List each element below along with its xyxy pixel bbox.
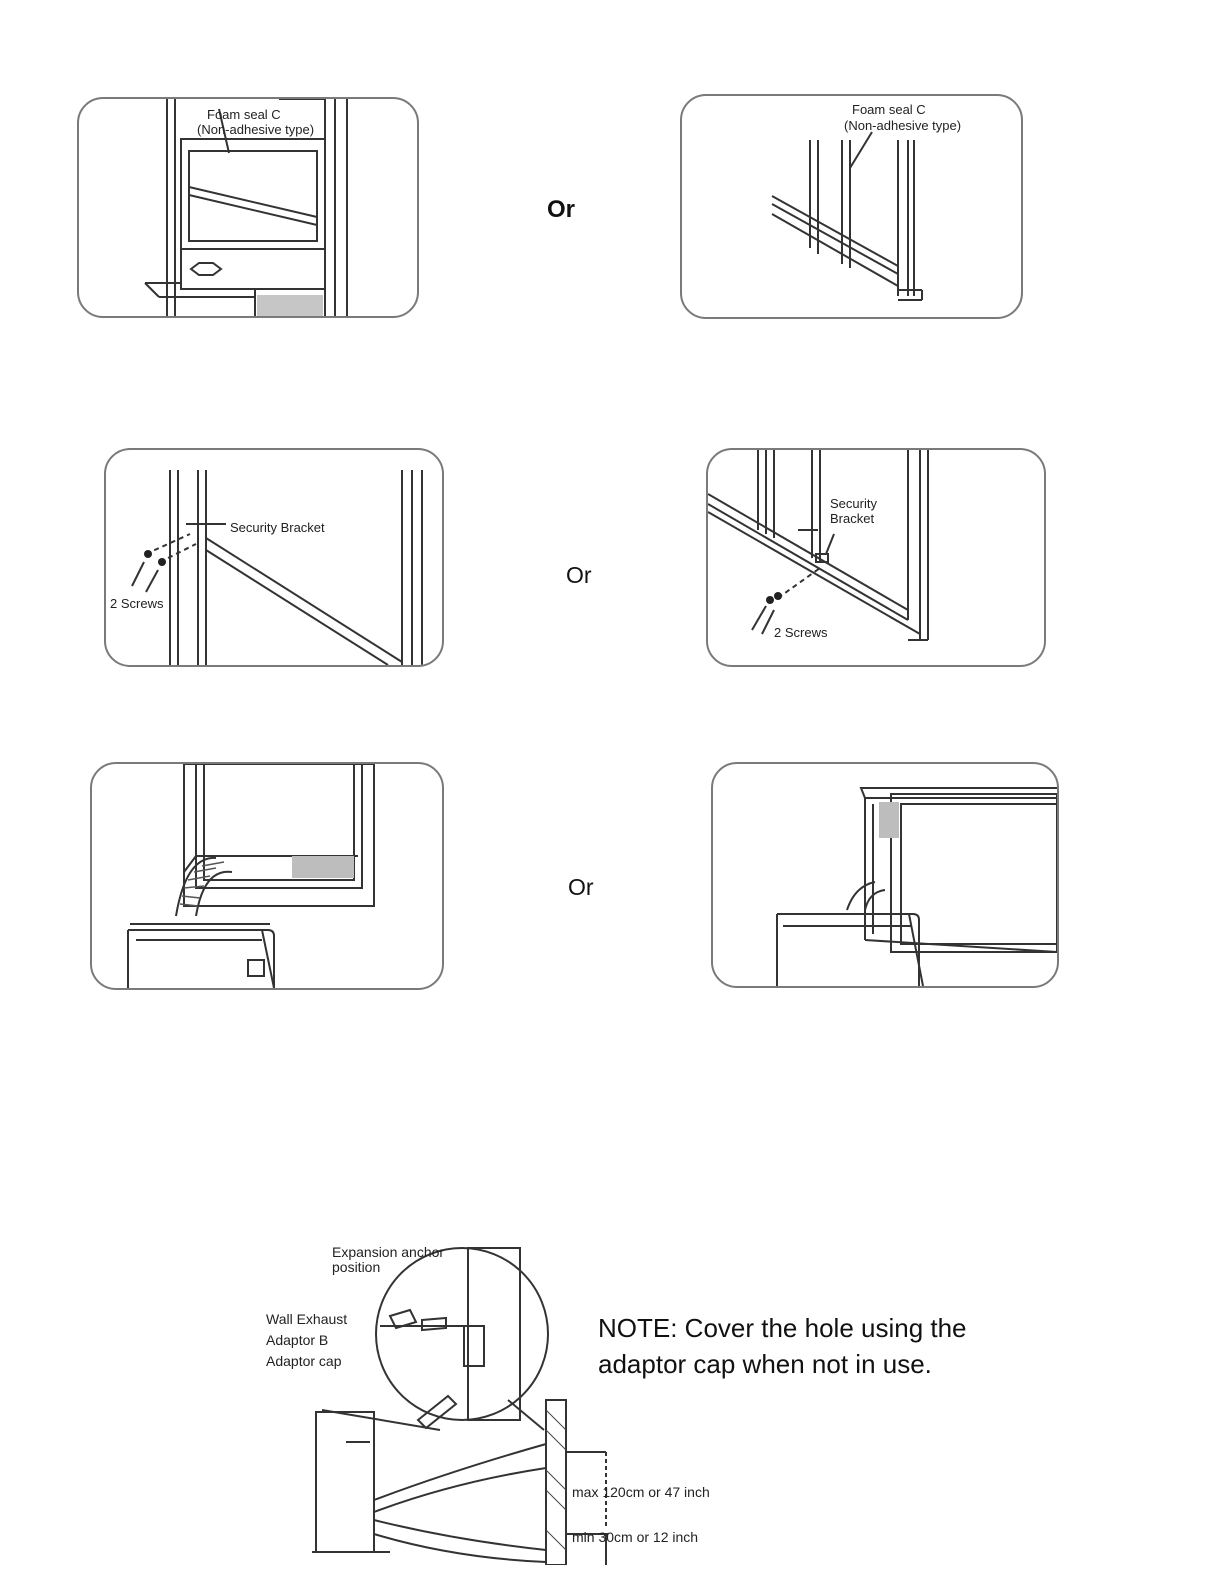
cap-label: Adaptor cap — [266, 1353, 342, 1369]
or-label-row1: Or — [547, 196, 575, 224]
adaptor-label-line1: Wall Exhaust — [266, 1311, 347, 1327]
anchor-label-line1: Expansion anchor — [332, 1244, 444, 1260]
hose-slider-illustration — [713, 764, 1057, 986]
note-line2: adaptor cap when not in use. — [598, 1346, 998, 1382]
or-label-row3: Or — [568, 874, 594, 901]
anchor-label-line2: position — [332, 1259, 380, 1275]
min-height-label: min 30cm or 12 inch — [572, 1529, 698, 1545]
note-text: NOTE: Cover the hole using the adaptor c… — [598, 1310, 998, 1382]
panel3-bracket-label: Security Bracket — [230, 520, 325, 535]
panel-hose-slider-window — [711, 762, 1059, 988]
security-bracket-sash-illustration: Security Bracket 2 Screws — [106, 450, 442, 665]
panel3-screws-label: 2 Screws — [110, 596, 164, 611]
hose-sash-illustration — [92, 764, 442, 988]
note-line1: NOTE: Cover the hole using the — [598, 1310, 998, 1346]
panel2-label-line2: (Non-adhesive type) — [844, 118, 961, 133]
panel2-label-line1: Foam seal C — [852, 102, 926, 117]
or-label-row2: Or — [566, 562, 592, 589]
panel4-screws-label: 2 Screws — [774, 625, 828, 640]
panel-hose-sash-window — [90, 762, 444, 990]
adaptor-label-line2: Adaptor B — [266, 1332, 328, 1348]
panel1-label-line2: (Non-adhesive type) — [197, 122, 314, 137]
sash-window-illustration: Foam seal C (Non-adhesive type) — [79, 99, 417, 316]
panel-security-bracket-slider: Security Bracket 2 Screws — [706, 448, 1046, 667]
panel-foam-seal-slider-window: Foam seal C (Non-adhesive type) — [680, 94, 1023, 319]
slider-window-illustration: Foam seal C (Non-adhesive type) — [682, 96, 1021, 317]
panel4-bracket-line1: Security — [830, 496, 877, 511]
panel-security-bracket-sash: Security Bracket 2 Screws — [104, 448, 444, 667]
wall-exhaust-illustration: Expansion anchor position Wall Exhaust A… — [250, 1230, 770, 1565]
panel-foam-seal-sash-window: Foam seal C (Non-adhesive type) — [77, 97, 419, 318]
panel4-bracket-line2: Bracket — [830, 511, 874, 526]
max-height-label: max 120cm or 47 inch — [572, 1484, 710, 1500]
security-bracket-slider-illustration: Security Bracket 2 Screws — [708, 450, 1044, 665]
panel1-label-line1: Foam seal C — [207, 107, 281, 122]
